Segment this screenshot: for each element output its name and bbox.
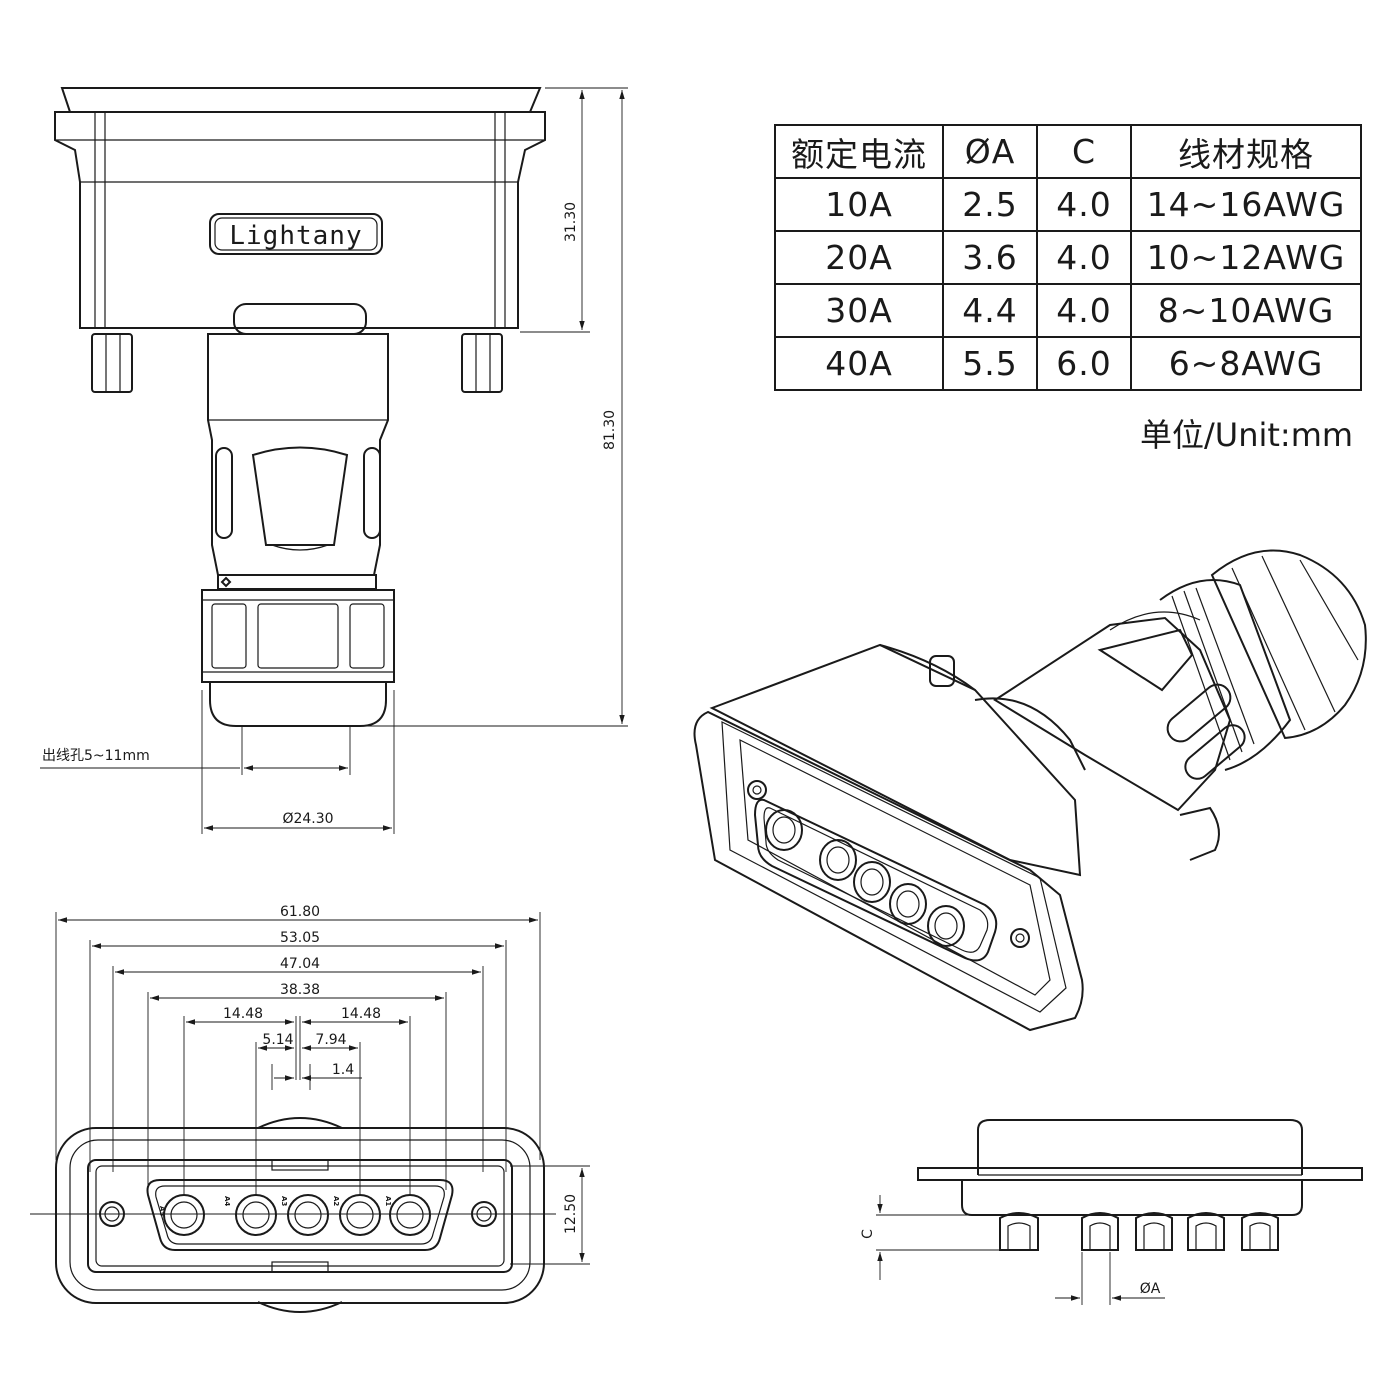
isometric-view [693,549,1367,1032]
top-view-dimensions: 31.30 81.30 出线孔5~11mm Ø24.30 [40,87,628,834]
dim-offset-small: 1.4 [332,1062,354,1078]
header-c: C [1036,124,1132,179]
cell-diameter: 4.4 [942,283,1038,338]
dim-width-outer: 61.80 [280,904,320,920]
dim-diameter: Ø24.30 [282,811,333,827]
table-row: 10A 2.5 4.0 14~16AWG [774,177,1362,232]
cell-current: 20A [774,230,944,285]
cell-wire: 6~8AWG [1130,336,1362,391]
face-view: A5 A4 A3 A2 A1 [55,1117,545,1313]
dim-height-total: 81.30 [602,410,618,450]
dim-height-top: 31.30 [563,202,579,242]
cell-current: 10A [774,177,944,232]
pin-label-a1: A1 [384,1196,392,1206]
cell-c: 4.0 [1036,177,1132,232]
spec-table: 额定电流 ØA C 线材规格 10A 2.5 4.0 14~16AWG 20A … [774,124,1362,391]
face-view-dimensions: 61.80 53.05 47.04 38.38 14.48 14.48 5.14… [30,904,590,1265]
cell-c: 4.0 [1036,230,1132,285]
dim-pitch-right: 14.48 [341,1006,381,1022]
dim-offset-left: 5.14 [262,1032,293,1048]
cell-wire: 14~16AWG [1130,177,1362,232]
cell-diameter: 5.5 [942,336,1038,391]
dim-offset-right: 7.94 [315,1032,346,1048]
dim-width-shell: 38.38 [280,982,320,998]
cell-wire: 8~10AWG [1130,283,1362,338]
pin-label-a3: A3 [280,1196,288,1206]
dim-width-holes: 53.05 [280,930,320,946]
brand-logo: Lightany [229,221,362,251]
cell-current: 30A [774,283,944,338]
front-elevation-view: Lightany [54,87,546,727]
dim-width-flange: 47.04 [280,956,320,972]
table-row: 30A 4.4 4.0 8~10AWG [774,283,1362,338]
header-wire-spec: 线材规格 [1130,124,1362,179]
pin-label-a5: A5 [158,1206,166,1216]
cell-diameter: 3.6 [942,230,1038,285]
cell-current: 40A [774,336,944,391]
cell-diameter: 2.5 [942,177,1038,232]
dim-pin-length-c: C [860,1229,876,1239]
side-view: C ØA [860,1119,1363,1305]
dim-cable-hole: 出线孔5~11mm [42,748,150,764]
cell-c: 6.0 [1036,336,1132,391]
header-diameter-a: ØA [942,124,1038,179]
spec-table-header-row: 额定电流 ØA C 线材规格 [774,124,1362,179]
pin-label-a4: A4 [223,1196,231,1206]
pin-label-a2: A2 [332,1196,340,1206]
table-row: 20A 3.6 4.0 10~12AWG [774,230,1362,285]
unit-label: 单位/Unit:mm [1140,416,1354,454]
dim-face-height: 12.50 [563,1194,579,1234]
cell-wire: 10~12AWG [1130,230,1362,285]
dim-pin-diameter: ØA [1140,1281,1161,1297]
table-row: 40A 5.5 6.0 6~8AWG [774,336,1362,391]
header-rated-current: 额定电流 [774,124,944,179]
dim-pitch-left: 14.48 [223,1006,263,1022]
cell-c: 4.0 [1036,283,1132,338]
